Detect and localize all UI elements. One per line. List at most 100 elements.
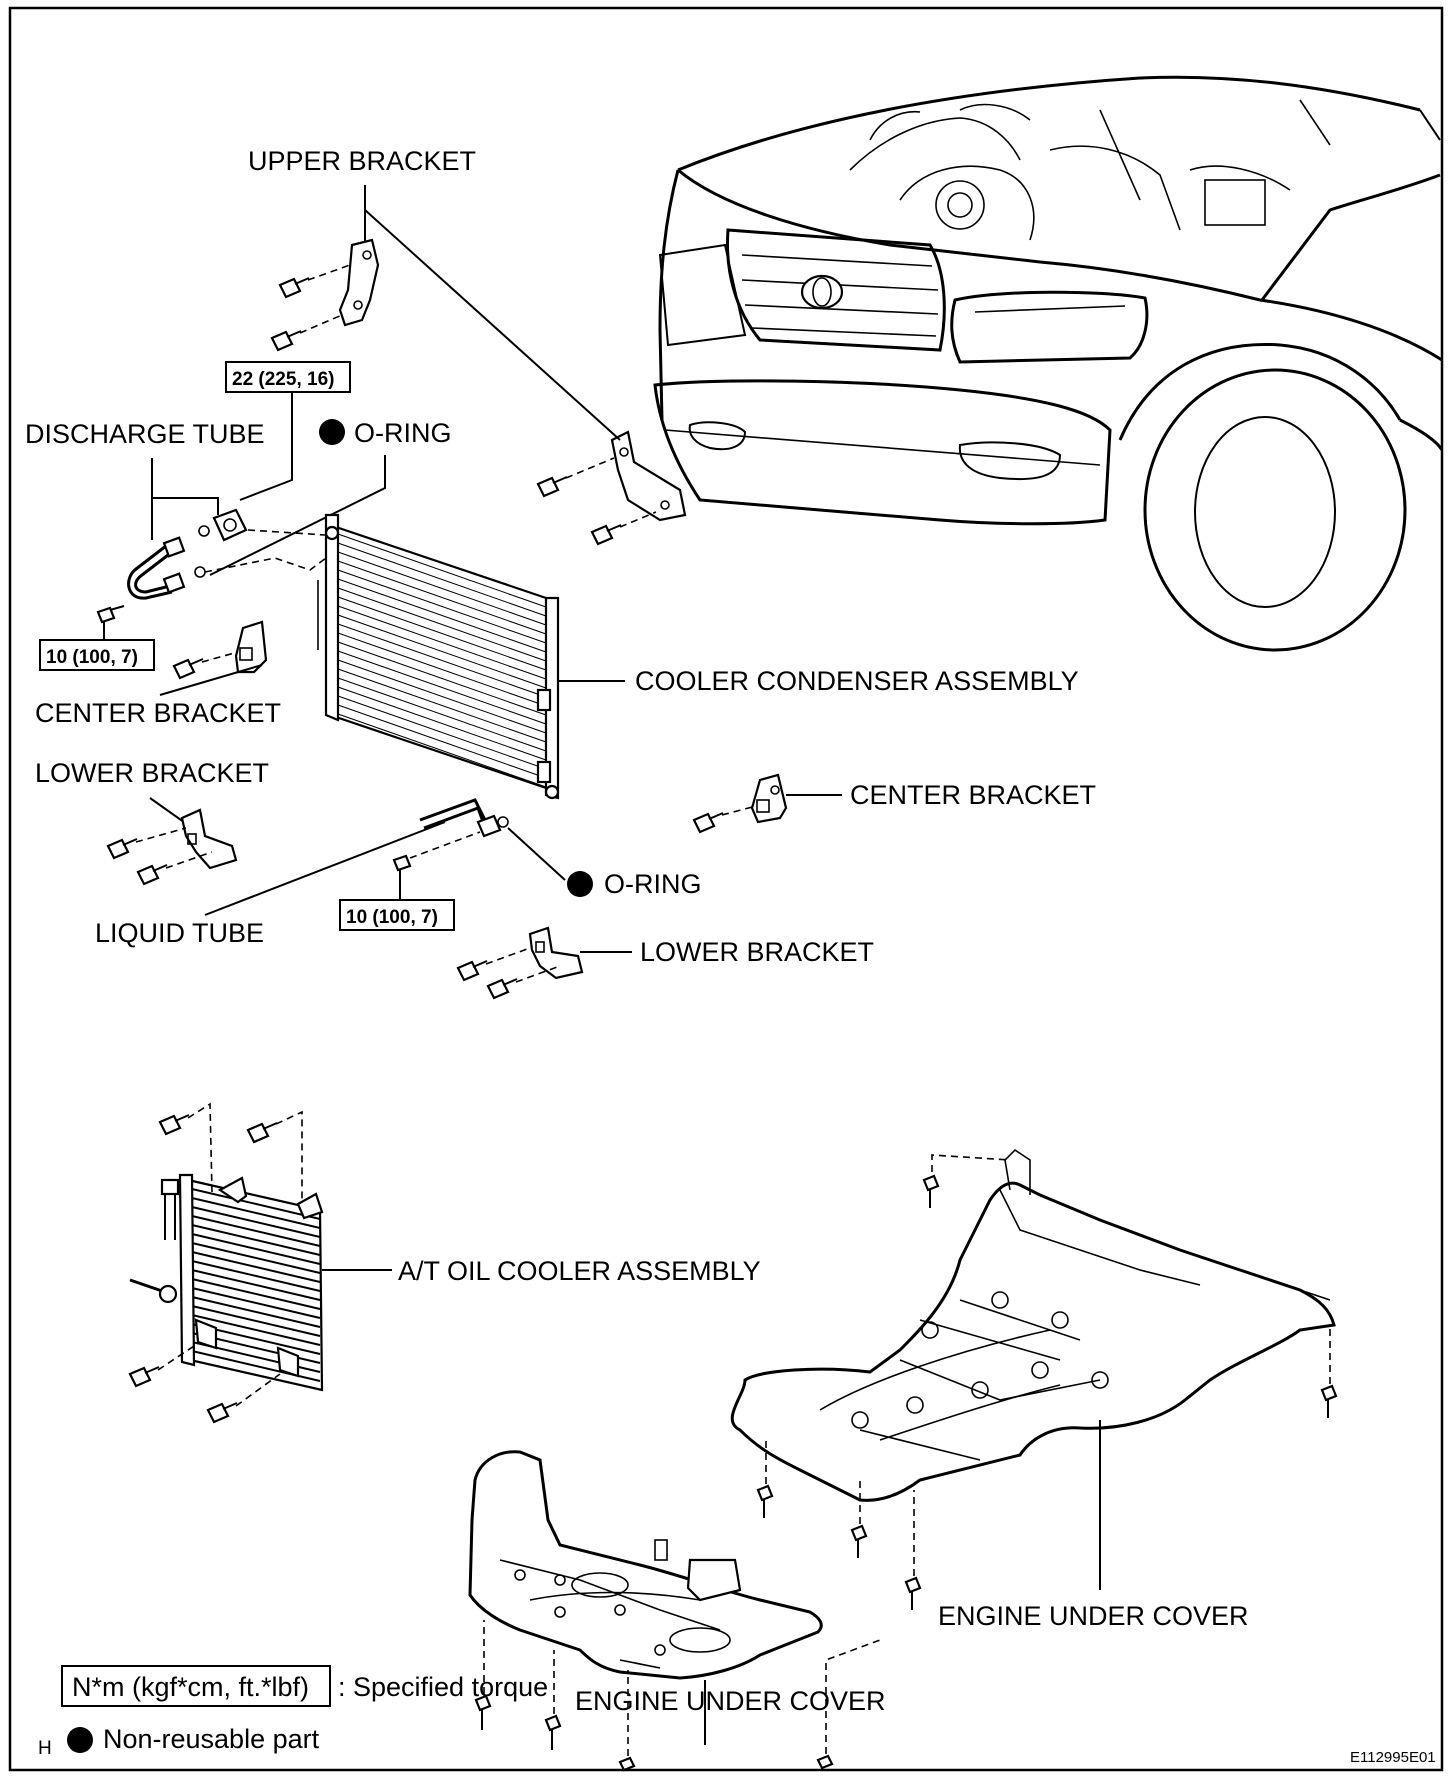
lower-bracket-right-label: LOWER BRACKET (640, 937, 874, 967)
vehicle-front-illustration (653, 75, 1444, 652)
engine-under-cover-right-label: ENGINE UNDER COVER (938, 1601, 1249, 1631)
bolt-icon (270, 330, 302, 352)
bolt-icon (128, 1366, 160, 1388)
bolt-icon (246, 1122, 278, 1144)
legend-torque-unit: N*m (kgf*cm, ft.*lbf) (72, 1672, 309, 1702)
condenser-fin (337, 695, 547, 770)
condenser-fin (337, 596, 547, 671)
bolt-icon (158, 1114, 190, 1136)
discharge-tube-part (127, 536, 186, 600)
upper-bracket-right-part (610, 430, 687, 522)
condenser-fin (337, 641, 547, 716)
condenser-fin (337, 632, 547, 707)
oil-cooler-fin (191, 1251, 321, 1283)
liquid-tube-label: LIQUID TUBE (95, 918, 264, 948)
torque-box-discharge-fitting (225, 361, 351, 393)
oil-cooler-fin (191, 1296, 321, 1328)
oil-cooler-fin (191, 1206, 321, 1238)
oil-cooler-fin (191, 1224, 321, 1256)
torque-value-liquid-bolt: 10 (100, 7) (346, 907, 438, 928)
torque-box-liquid-bolt (339, 899, 455, 931)
o-ring-small (198, 525, 210, 537)
torque-value-discharge-fitting: 22 (225, 16) (232, 369, 334, 390)
bolt-icon (106, 838, 138, 860)
condenser-fin (337, 614, 547, 689)
center-bracket-right-part (750, 773, 788, 824)
discharge-tube-label: DISCHARGE TUBE (25, 419, 265, 449)
oil-cooler-fin (191, 1188, 321, 1220)
bolt-icon (756, 1484, 774, 1518)
upper-bracket-left-part (338, 238, 380, 327)
legend-torque-text: : Specified torque (338, 1672, 548, 1702)
condenser-fin (337, 569, 547, 644)
lower-bracket-left-label: LOWER BRACKET (35, 758, 269, 788)
center-bracket-right-label: CENTER BRACKET (850, 780, 1096, 810)
oil-cooler-fin (191, 1278, 321, 1310)
bolt-icon (456, 960, 488, 982)
condenser-fin (337, 623, 547, 698)
bolt-icon (474, 1694, 492, 1730)
condenser-fin (337, 605, 547, 680)
at-oil-cooler-label: A/T OIL COOLER ASSEMBLY (398, 1256, 761, 1286)
oil-cooler-fin (191, 1197, 321, 1229)
discharge-fitting-nut (212, 508, 248, 542)
bolt-icon (278, 277, 310, 299)
bolt-icon (96, 605, 125, 624)
lower-bracket-right-part (528, 926, 584, 980)
bolt-icon (536, 476, 568, 498)
condenser-fin (337, 686, 547, 761)
cooler-condenser-label: COOLER CONDENSER ASSEMBLY (635, 666, 1079, 696)
engine-under-cover-left-label: ENGINE UNDER COVER (575, 1686, 886, 1716)
figure-code: E112995E01 (1350, 1749, 1436, 1766)
center-bracket-left-part (234, 620, 268, 674)
oil-cooler-fin (191, 1260, 321, 1292)
oil-cooler-fin (191, 1269, 321, 1301)
bolt-icon (618, 1756, 636, 1772)
condenser-fin (337, 659, 547, 734)
torque-value-discharge-bolt: 10 (100, 7) (46, 647, 138, 668)
bolt-icon (1320, 1384, 1338, 1418)
legend-torque-box (61, 1665, 331, 1707)
condenser-fin (337, 560, 547, 635)
o-ring-top-label: O-RING (354, 418, 452, 448)
engine-under-cover-front-part (468, 1450, 823, 1680)
oil-cooler-fin (191, 1314, 321, 1346)
condenser-fin (337, 677, 547, 752)
oil-cooler-fin (191, 1233, 321, 1265)
bolt-icon (590, 524, 622, 546)
oil-cooler-fin (191, 1242, 321, 1274)
at-oil-cooler-part (129, 1173, 324, 1392)
condenser-fin (337, 551, 547, 626)
lower-bracket-left-part (180, 808, 238, 870)
bolt-icon (850, 1524, 868, 1558)
upper-bracket-label: UPPER BRACKET (248, 146, 476, 176)
condenser-fin (337, 713, 547, 788)
torque-box-discharge-bolt (39, 639, 155, 671)
liquid-tube-part (419, 798, 502, 838)
bolt-icon (544, 1714, 562, 1750)
condenser-fin (337, 578, 547, 653)
condenser-fin (337, 542, 547, 617)
bolt-icon (392, 854, 412, 886)
legend-marker-letter: H (38, 1738, 52, 1759)
condenser-fin (337, 587, 547, 662)
bolt-icon (816, 1754, 834, 1770)
legend-non-reusable-text: Non-reusable part (103, 1724, 320, 1754)
non-reusable-dot-icon (67, 1727, 93, 1753)
oil-cooler-fin (191, 1215, 321, 1247)
bolt-icon (922, 1174, 940, 1208)
non-reusable-dot-icon (319, 419, 345, 445)
non-reusable-dot-icon (567, 871, 593, 897)
bolt-icon (172, 658, 204, 680)
cooler-condenser-part (317, 513, 560, 800)
bolt-icon (692, 812, 724, 834)
bolt-icon (486, 978, 518, 1000)
diagram-frame (8, 6, 1444, 1772)
o-ring-small (497, 816, 509, 828)
o-ring-small (194, 566, 206, 578)
condenser-fin (337, 533, 547, 608)
engine-under-cover-rear-part (730, 1148, 1336, 1502)
center-bracket-left-label: CENTER BRACKET (35, 698, 281, 728)
bolt-icon (136, 864, 168, 886)
